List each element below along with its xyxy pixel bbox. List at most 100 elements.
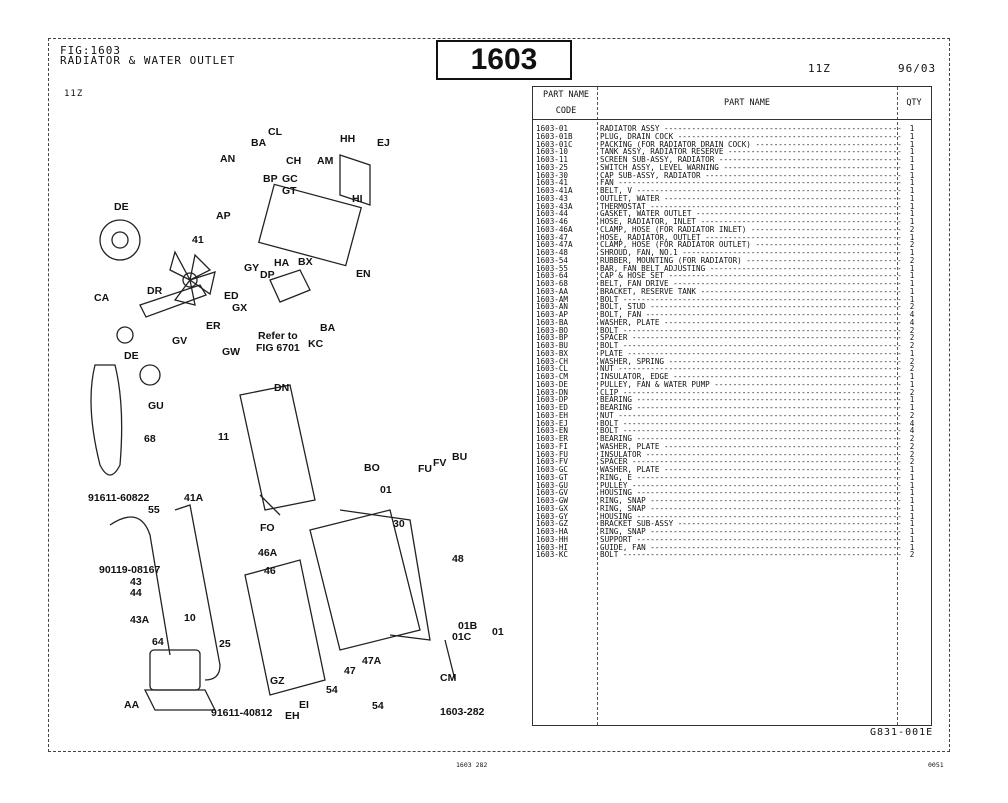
callout-ej: EJ [377, 137, 390, 149]
part-name: HOUSING [600, 489, 902, 497]
part-qty: 1 [909, 131, 915, 141]
part-qty: 2 [909, 356, 915, 366]
part-qty: 2 [909, 240, 915, 250]
part-code: 1603-EJ [536, 419, 569, 428]
part-code: 1603-44 [536, 210, 569, 218]
parts-table: PART NAME CODE PART NAME QTY [532, 86, 932, 726]
part-qty: 1 [909, 209, 915, 219]
part-code: 1603-43 [536, 194, 569, 203]
part-name: PACKING (FOR RADIATOR DRAIN COCK) [600, 141, 902, 149]
part-qty: 1 [909, 279, 915, 288]
fig-number: FIG:1603 [60, 44, 121, 57]
callout-er: ER [206, 320, 221, 332]
part-qty: 1 [909, 294, 915, 304]
part-name: BOLT [600, 327, 902, 335]
part-code: 1603-DP [536, 396, 569, 404]
part-qty: 1 [909, 527, 915, 536]
callout-46: 46 [264, 565, 276, 577]
callout-gy: GY [244, 262, 260, 274]
callout-gt: GT [282, 185, 297, 197]
table-row: 1603-BUBOLT2 [536, 342, 926, 350]
part-code: 1603-GC [536, 466, 569, 474]
callout-gx: GX [232, 302, 248, 314]
part-name: OUTLET, WATER [600, 195, 902, 203]
callout-gz: GZ [270, 675, 285, 687]
part-name: BOLT [600, 342, 902, 350]
part-name: SWITCH ASSY, LEVEL WARNING [600, 164, 902, 172]
callout-91611-60822: 91611-60822 [88, 492, 150, 504]
callout-dn: DN [274, 382, 290, 394]
part-code: 1603-AM [536, 295, 569, 304]
part-name: SCREEN SUB-ASSY, RADIATOR [600, 156, 902, 164]
part-name: INSULATOR [600, 451, 902, 459]
part-name: PULLEY, FAN & WATER PUMP [600, 381, 902, 389]
part-qty: 2 [909, 441, 915, 451]
part-qty: 1 [909, 348, 915, 358]
part-code: 1603-FV [536, 458, 569, 466]
callout-25: 25 [219, 638, 231, 650]
callout-hh: HH [340, 133, 356, 145]
part-qty: 1 [909, 178, 915, 188]
part-name: BRACKET, RESERVE TANK [600, 288, 902, 296]
part-code: 1603-BA [536, 318, 569, 327]
callout-ca: CA [94, 292, 110, 304]
table-row: 1603-GVHOUSING1 [536, 489, 926, 497]
header-code: PART NAME [542, 90, 590, 100]
table-row: 1603-EJBOLT4 [536, 418, 926, 428]
footer-left: 1603 282 [456, 761, 488, 769]
part-qty: 2 [909, 449, 915, 459]
table-row: 1603-CLNUT2 [536, 365, 926, 373]
callout-cl: CL [268, 126, 282, 138]
part-name: HOSE, RADIATOR, OUTLET [600, 234, 902, 242]
callout-gw: GW [222, 346, 241, 358]
part-qty: 1 [909, 248, 915, 257]
part-qty: 1 [909, 201, 915, 211]
part-name: BEARING [600, 435, 902, 443]
part-code: 1603-HH [536, 535, 569, 544]
callout-30: 30 [393, 518, 405, 530]
part-name: PLUG, DRAIN COCK [600, 133, 902, 141]
part-code: 1603-CL [536, 365, 569, 373]
part-qty: 2 [909, 341, 915, 350]
part-code: 1603-ER [536, 435, 569, 443]
callout-gv: GV [172, 335, 188, 347]
callout-ba2: BA [320, 322, 336, 334]
part-qty: 2 [909, 364, 915, 374]
callout-41a: 41A [184, 492, 204, 504]
part-qty: 2 [909, 550, 915, 560]
callout-cm: CM [440, 672, 457, 684]
part-qty: 1 [909, 155, 915, 164]
part-name: SUPPORT [600, 536, 902, 544]
callout-01: 01 [380, 484, 392, 496]
part-code: 1603-EH [536, 411, 569, 420]
part-qty: 1 [909, 519, 915, 529]
part-qty: 2 [909, 387, 915, 397]
callout-54b: 54 [372, 700, 384, 712]
part-qty: 4 [909, 418, 915, 428]
table-row: 1603-EHNUT2 [536, 411, 926, 420]
part-qty: 1 [909, 286, 915, 296]
callout-90119-08167: 90119-08167 [99, 564, 161, 576]
callout-43: 43 [130, 576, 142, 588]
callout-de2: DE [124, 350, 139, 362]
callout-bo: BO [364, 462, 380, 474]
table-row: 1603-GYHOUSING1 [536, 512, 926, 520]
part-qty: 2 [909, 434, 915, 443]
part-name: GUIDE, FAN [600, 544, 902, 552]
part-qty: 2 [909, 457, 915, 467]
part-code: 1603-01B [536, 132, 573, 141]
callout-ha: HA [274, 257, 290, 269]
